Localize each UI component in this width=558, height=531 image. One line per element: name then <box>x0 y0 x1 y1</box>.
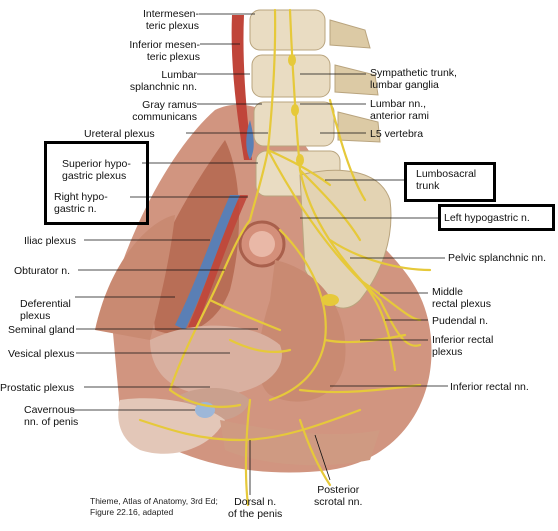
label-inferior-mesenteric-plexus: Inferior mesen- teric plexus <box>129 39 200 63</box>
nerve-network <box>138 8 432 507</box>
label-cavernous-nn-of-penis: Cavernous nn. of penis <box>24 404 79 428</box>
label-deferential-plexus: Deferential plexus <box>20 298 71 322</box>
label-pudendal-n: Pudendal n. <box>432 315 489 327</box>
highlight-box-left-hypogastric <box>438 204 555 231</box>
label-inferior-rectal-nn: Inferior rectal nn. <box>450 381 529 393</box>
highlight-box-lumbosacral <box>404 162 496 202</box>
leader-lines <box>70 13 448 495</box>
rectum-body <box>258 260 346 402</box>
label-dorsal-n-of-penis: Dorsal n. of the penis <box>228 496 283 520</box>
label-vesical-plexus: Vesical plexus <box>8 348 75 360</box>
label-sympathetic-trunk: Sympathetic trunk, lumbar ganglia <box>370 67 457 91</box>
label-inferior-rectal-plexus: Inferior rectal plexus <box>432 334 494 358</box>
aorta <box>231 15 252 160</box>
label-left-hypogastric-n: Left hypogastric n. <box>444 212 530 224</box>
ganglia <box>288 54 339 306</box>
ivc-vein <box>246 120 254 160</box>
label-ureteral-plexus: Ureteral plexus <box>84 128 155 140</box>
label-posterior-scrotal-nn: Posterior scrotal nn. <box>314 484 363 508</box>
rectum-lumen <box>249 231 275 257</box>
label-lumbar-nn-anterior-rami: Lumbar nn., anterior rami <box>370 98 429 122</box>
external-iliac-artery <box>188 195 248 330</box>
figure-credit: Thieme, Atlas of Anatomy, 3rd Ed; Figure… <box>90 496 218 517</box>
label-middle-rectal-plexus: Middle rectal plexus <box>432 286 491 310</box>
label-pelvic-splanchnic-nn: Pelvic splanchnic nn. <box>448 252 547 264</box>
bladder <box>150 325 282 395</box>
label-gray-ramus-communicans: Gray ramus communicans <box>132 99 197 123</box>
label-superior-hypogastric-plexus: Superior hypo- gastric plexus <box>62 158 131 182</box>
label-l5-vertebra: L5 vertebra <box>370 128 424 140</box>
highlight-box-left <box>44 141 149 225</box>
label-seminal-gland: Seminal gland <box>8 324 75 336</box>
iliacus-muscle <box>95 215 175 340</box>
label-iliac-plexus: Iliac plexus <box>24 235 76 247</box>
label-lumbar-splanchnic-nn: Lumbar splanchnic nn. <box>129 69 197 93</box>
label-right-hypogastric-n: Right hypo- gastric n. <box>54 191 108 215</box>
perineal-muscles <box>220 420 380 466</box>
label-obturator-n: Obturator n. <box>14 265 71 277</box>
label-prostatic-plexus: Prostatic plexus <box>0 382 75 394</box>
label-intermesenteric-plexus: Intermesen- teric plexus <box>142 8 199 32</box>
label-lumbosacral-trunk: Lumbosacral trunk <box>416 168 477 192</box>
external-iliac-vein <box>175 195 240 330</box>
